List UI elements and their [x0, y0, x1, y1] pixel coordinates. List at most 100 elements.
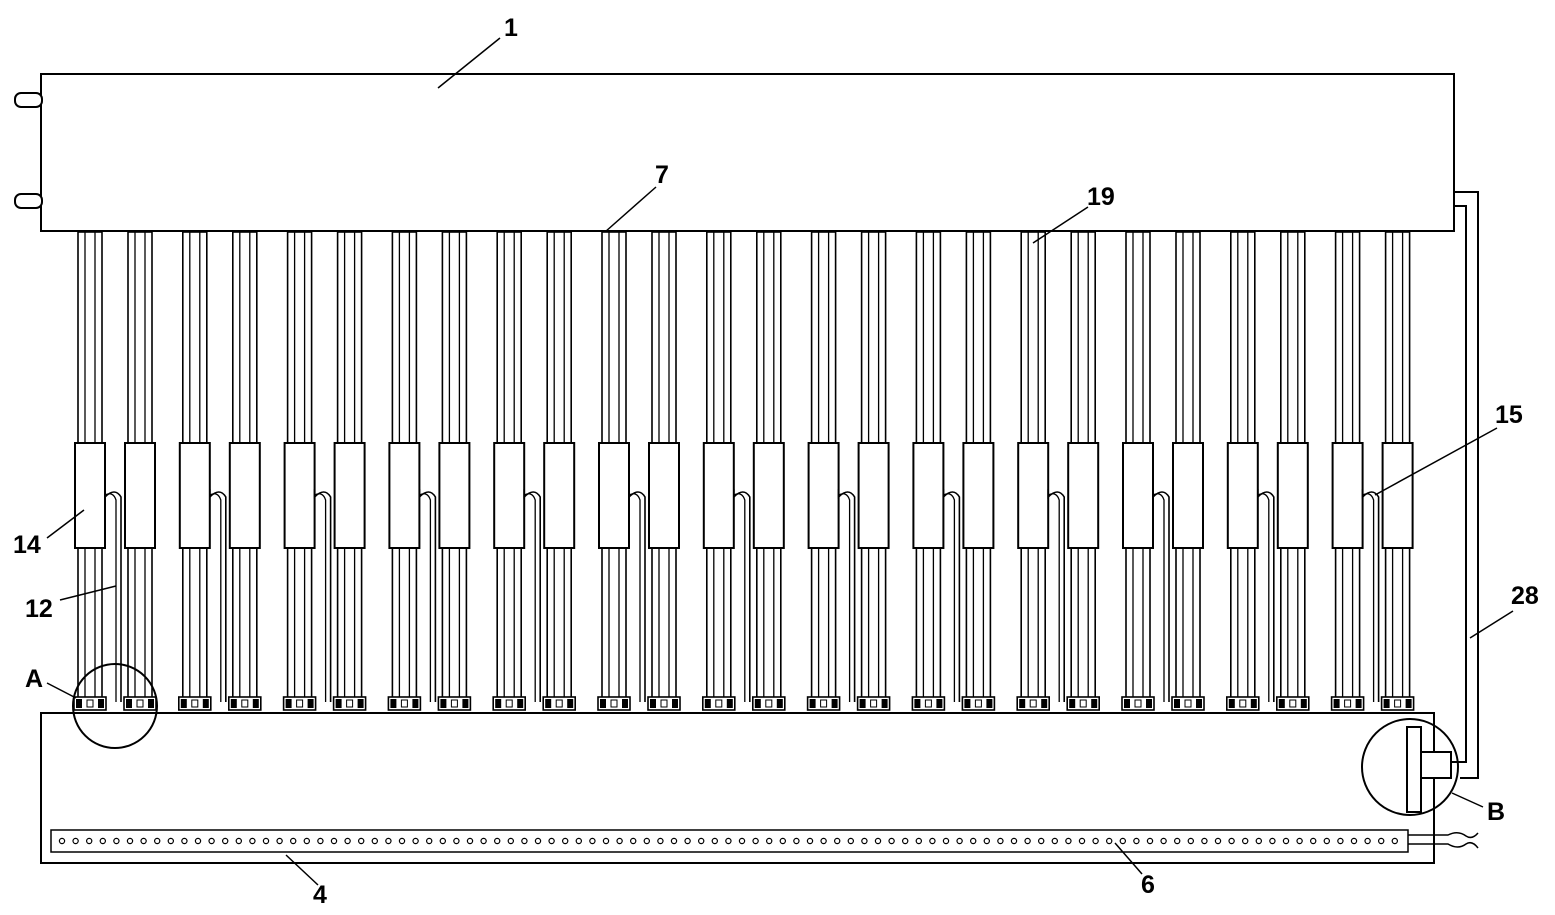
tube-fitting-slot	[1344, 699, 1352, 708]
bottom-box	[40, 712, 1435, 864]
vacuum-tube	[1276, 231, 1310, 711]
tube-fitting-block	[1041, 699, 1048, 708]
tube-fitting-block	[1228, 699, 1235, 708]
vacuum-tube	[123, 231, 157, 711]
tube-sleeve	[178, 442, 211, 549]
tube-fitting-slot	[1184, 699, 1192, 708]
tube-fitting-block	[390, 699, 397, 708]
tube-fitting-block	[672, 699, 678, 708]
tube-sleeve	[333, 442, 366, 549]
heater-dot	[1133, 837, 1140, 845]
heater-dot	[113, 837, 120, 845]
heater-dot	[412, 837, 419, 845]
heater-dot	[99, 837, 107, 845]
vacuum-tube	[1171, 231, 1205, 711]
tube-fitting-slot	[1289, 699, 1297, 708]
heater-dot	[221, 837, 229, 845]
connecting-pipe	[1152, 489, 1170, 702]
tube-fitting-slot	[136, 699, 144, 708]
vacuum-tube	[1380, 231, 1415, 711]
heater-dot	[1173, 837, 1181, 845]
tube-fitting-block	[1146, 699, 1152, 708]
tube-pair	[911, 231, 996, 711]
heater-dot	[1282, 837, 1290, 845]
heater-dot	[358, 837, 365, 845]
heater-dot	[262, 837, 270, 845]
tube-fitting-block	[252, 699, 259, 708]
heater-dot	[290, 837, 297, 845]
heater-dot	[684, 837, 691, 845]
heater-dot	[548, 837, 555, 845]
tube-fitting-block	[600, 699, 606, 708]
heater-dot	[1214, 837, 1222, 845]
power-wires	[1408, 832, 1479, 849]
tube-fitting-block	[567, 699, 574, 708]
tube-sleeve	[598, 442, 630, 549]
tube-sleeve	[124, 442, 156, 549]
heater-dot	[194, 837, 202, 845]
vacuum-tube	[701, 231, 736, 711]
heater-dot	[616, 837, 623, 845]
heater-dot	[534, 837, 542, 845]
tube-fitting-block	[202, 699, 209, 708]
tube-fitting-block	[859, 699, 866, 708]
tube-sleeve	[912, 442, 945, 549]
tube-pair	[1330, 231, 1415, 711]
tube-fitting-block	[936, 699, 943, 708]
vacuum-tube	[1226, 231, 1260, 711]
tube-fitting-block	[230, 699, 237, 708]
tube-sleeve	[283, 442, 316, 549]
label-clamp: 15	[1495, 401, 1523, 429]
tube-fitting-slot	[241, 699, 249, 708]
tube-fitting-slot	[765, 699, 773, 708]
heater-dot	[276, 837, 283, 845]
tube-pair	[1121, 231, 1205, 711]
tube-fitting-slot	[974, 699, 982, 708]
heater-dot	[1051, 837, 1059, 845]
tube-fitting-block	[809, 699, 816, 708]
tube-fitting-slot	[1394, 699, 1402, 708]
tube-fitting-block	[622, 699, 628, 708]
heater-dot	[793, 837, 800, 845]
tube-sleeve	[1331, 442, 1364, 549]
return-pipe-joint	[1420, 751, 1452, 779]
heater-dot	[453, 837, 460, 845]
tube-fitting-block	[1383, 699, 1390, 708]
heater-dot	[1350, 837, 1358, 845]
heater-dot	[317, 837, 324, 845]
connecting-pipe-inner	[1152, 493, 1165, 702]
heater-dot	[235, 837, 242, 845]
vacuum-tube	[437, 231, 472, 711]
tube-sleeve	[1122, 442, 1154, 549]
heater-dot	[725, 837, 732, 845]
heater-dot	[698, 837, 705, 845]
tube-sleeve	[1226, 442, 1259, 549]
tube-fitting-block	[462, 699, 469, 708]
heater-dot	[371, 837, 378, 845]
connecting-pipe-inner	[1257, 493, 1270, 702]
tube-fitting-block	[545, 699, 552, 708]
vacuum-tube	[1330, 231, 1365, 711]
tube-fitting-block	[335, 699, 342, 708]
heater-dot	[915, 837, 923, 845]
tube-fitting-block	[412, 699, 419, 708]
connecting-pipe	[628, 489, 646, 702]
tube-fitting-block	[285, 699, 292, 708]
connecting-pipe	[837, 489, 856, 702]
heater-dot	[1065, 837, 1072, 845]
connecting-pipe	[733, 489, 751, 702]
vacuum-tube	[597, 231, 631, 711]
heater-dot	[806, 837, 814, 845]
heater-dot	[643, 837, 651, 845]
tube-fitting-slot	[450, 699, 458, 708]
heater-dot	[330, 837, 338, 845]
vacuum-tube	[751, 231, 786, 711]
heater-dot	[85, 837, 93, 845]
tube-sleeve	[1067, 442, 1100, 549]
heater-dot	[1296, 837, 1303, 845]
tube-pair	[387, 231, 472, 711]
tube-pair	[1016, 231, 1100, 711]
tube-sleeve	[807, 442, 840, 549]
tube-fitting-slot	[86, 699, 94, 708]
tube-fitting-block	[754, 699, 761, 708]
